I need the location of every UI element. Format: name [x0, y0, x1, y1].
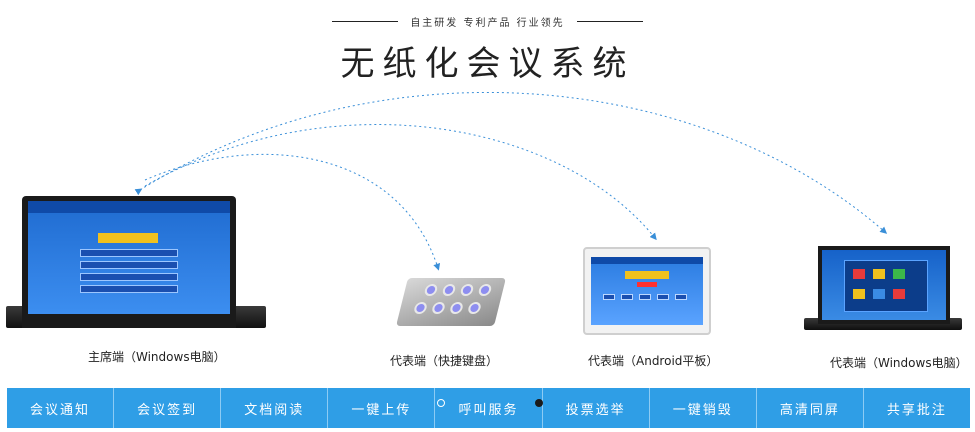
screen-titlebar: [591, 257, 703, 264]
feature-one-click-upload[interactable]: 一键上传: [328, 388, 436, 428]
screen-label: [637, 282, 657, 287]
keypad-key: [459, 284, 475, 296]
carousel-dot-active[interactable]: [535, 399, 543, 407]
screen-button: [603, 294, 615, 300]
screen-banner: [98, 233, 158, 243]
screen-banner: [625, 271, 669, 279]
tagline-right-rule: [576, 20, 643, 22]
device-caption-keypad: 代表端（快捷键盘）: [390, 354, 499, 368]
feature-shared-annotation[interactable]: 共享批注: [886, 402, 947, 418]
app-icon: [873, 289, 885, 299]
screen-button: [80, 261, 178, 269]
laptop-screen: [822, 250, 946, 320]
carousel-dot[interactable]: [437, 399, 445, 407]
keypad-key: [423, 284, 439, 296]
feature-one-click-destroy[interactable]: 一键销毁: [650, 388, 757, 428]
app-icon: [893, 289, 905, 299]
device-caption-laptop: 代表端（Windows电脑）: [830, 356, 968, 370]
app-icon: [873, 269, 885, 279]
feature-check-in[interactable]: 会议签到: [114, 388, 222, 428]
arc-to-laptop: [134, 91, 888, 234]
app-icon: [853, 289, 865, 299]
quick-keypad: [396, 278, 506, 326]
device-caption-tablet: 代表端（Android平板）: [588, 354, 719, 368]
device-caption-chair: 主席端（Windows电脑）: [88, 350, 226, 364]
feature-call-service[interactable]: 呼叫服务: [435, 388, 543, 428]
tagline: 自主研发 专利产品 行业领先: [410, 17, 565, 29]
keypad-key: [413, 302, 428, 314]
feature-bar: 会议通知 会议签到 文档阅读 一键上传 呼叫服务 投票选举 一键销毁 高清同屏 …: [7, 388, 970, 428]
screen-titlebar: [28, 201, 230, 213]
screen-button: [80, 249, 178, 257]
keypad-key: [467, 302, 482, 314]
screen-panel: [844, 260, 928, 312]
keypad-key: [449, 302, 464, 314]
feature-voting[interactable]: 投票选举: [543, 388, 650, 428]
chair-terminal-monitor: [22, 196, 236, 328]
tablet-screen: [591, 257, 703, 325]
feature-screen-mirroring[interactable]: 高清同屏: [757, 388, 864, 428]
screen-button: [639, 294, 651, 300]
keypad-key: [431, 302, 446, 314]
tagline-left-rule: [332, 20, 399, 22]
screen-button: [621, 294, 633, 300]
page-title: 无纸化会议系统: [340, 44, 635, 84]
app-icon: [893, 269, 905, 279]
screen-button: [657, 294, 669, 300]
tagline-row: 自主研发 专利产品 行业领先: [0, 12, 975, 30]
screen-button: [80, 285, 178, 293]
screen-button: [80, 273, 178, 281]
keypad-key: [477, 284, 493, 296]
laptop-terminal-monitor: [818, 246, 950, 324]
feature-document-reading[interactable]: 文档阅读: [221, 388, 329, 428]
chair-terminal-screen: [28, 201, 230, 314]
feature-meeting-notice[interactable]: 会议通知: [7, 388, 115, 428]
screen-button: [675, 294, 687, 300]
android-tablet: [583, 247, 711, 335]
keypad-key: [441, 284, 457, 296]
app-icon: [853, 269, 865, 279]
